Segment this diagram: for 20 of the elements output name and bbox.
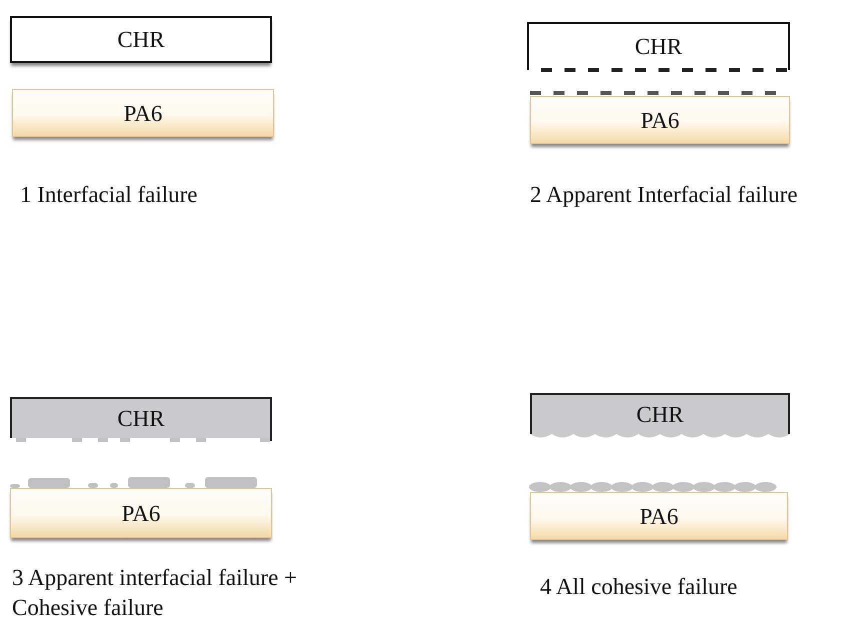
- material-layer: [527, 22, 790, 68]
- material-layer: [530, 96, 790, 144]
- layer-label: CHR: [117, 407, 165, 430]
- failure-caption: 2 Apparent Interfacial failure: [530, 181, 799, 209]
- material-layer: [530, 393, 790, 434]
- material-layer: [10, 16, 272, 63]
- material-layer: [530, 492, 788, 540]
- material-layer: [10, 488, 272, 538]
- material-layer: [12, 89, 274, 137]
- material-layer: [10, 397, 272, 438]
- failure-caption: 3 Apparent interfacial failure + Cohesive failure: [12, 564, 298, 622]
- failure-caption: 4 All cohesive failure: [540, 573, 738, 601]
- layer-label: PA6: [640, 108, 680, 132]
- layer-label: PA6: [124, 102, 162, 124]
- failure-caption: 1 Interfacial failure: [20, 181, 198, 209]
- layer-label: CHR: [117, 28, 165, 51]
- layer-label: PA6: [122, 502, 160, 524]
- layer-label: PA6: [640, 504, 678, 528]
- layer-label: CHR: [634, 34, 682, 58]
- layer-label: CHR: [636, 403, 684, 426]
